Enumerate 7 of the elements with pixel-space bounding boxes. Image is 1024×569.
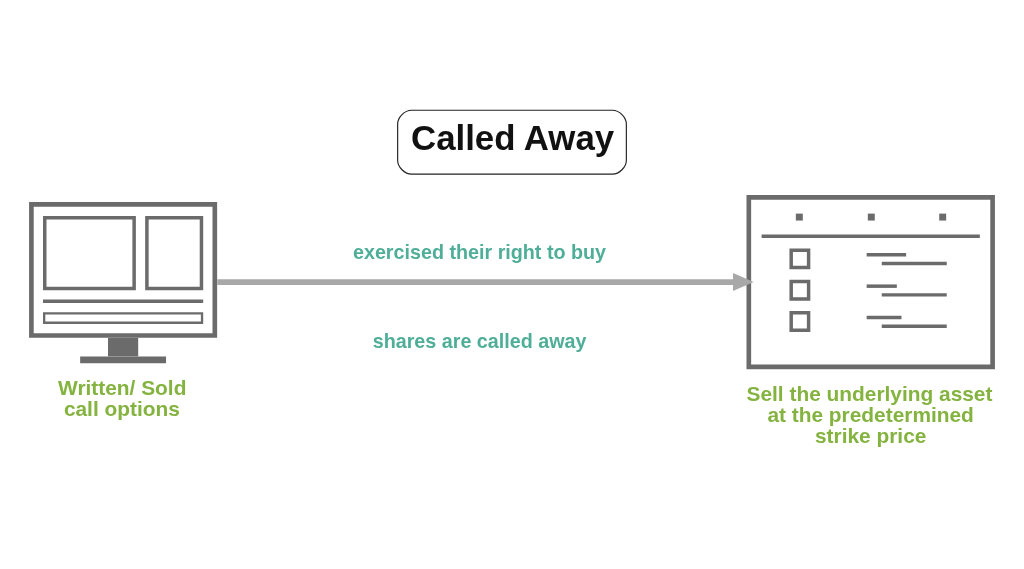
arrow [217,272,754,291]
label: shares are called away [372,329,587,352]
node-picture [746,194,995,369]
edge-label: exercised their right to buy [352,240,607,263]
diagram-title: Called Away [411,117,615,157]
node-label: Sell the underlying asset at the predetermined strike price [746,381,993,447]
node-label: Written/ Sold call options [58,375,187,420]
